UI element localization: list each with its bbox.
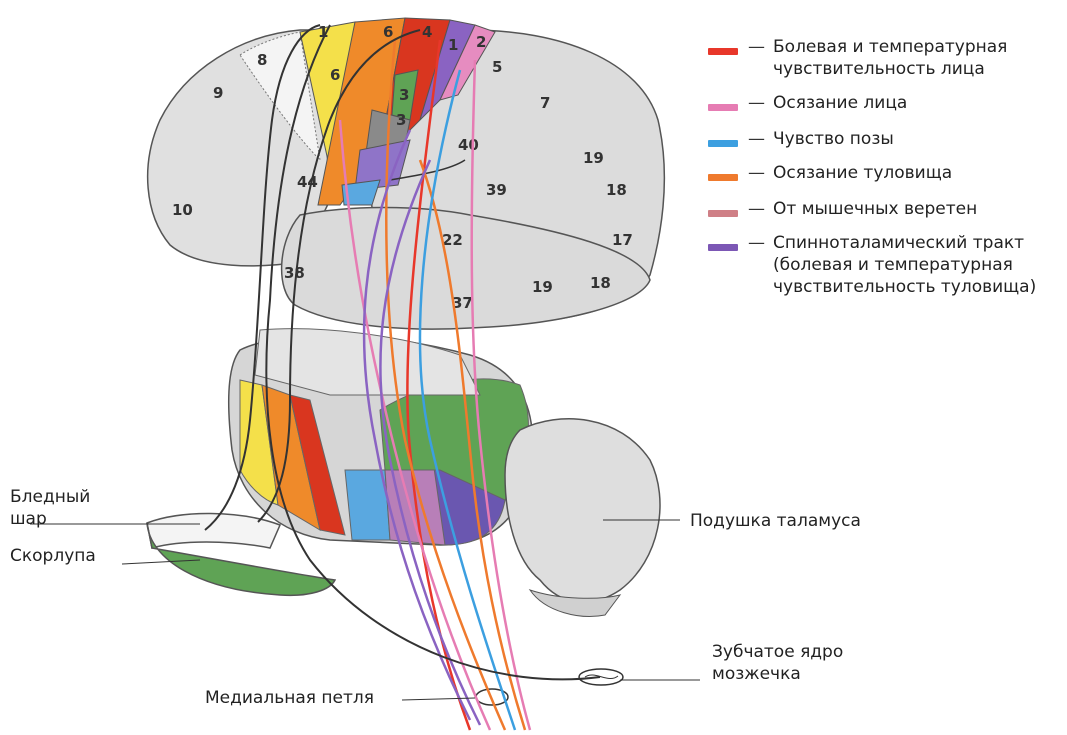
legend-dash: — — [748, 128, 765, 150]
legend-item: — Чувство позы — [708, 128, 894, 150]
legend-label-line: чувствительность лица — [773, 58, 1007, 80]
legend-swatch — [708, 104, 738, 111]
label-medial-lemniscus: Медиальная петля — [205, 687, 374, 709]
legend-label-line: Болевая и температурная — [773, 36, 1007, 58]
legend-label-line: Чувство позы — [773, 128, 894, 150]
legend-label: Болевая и температурная чувствительность… — [773, 36, 1007, 80]
label-pallidus-line1: Бледный — [10, 486, 90, 508]
legend-label: От мышечных веретен — [773, 198, 977, 220]
legend-dash: — — [748, 36, 765, 58]
label-dentate-line2: мозжечка — [712, 663, 843, 685]
area-num: 18 — [590, 274, 611, 292]
legend-dash: — — [748, 162, 765, 184]
legend-swatch — [708, 244, 738, 251]
label-putamen: Скорлупа — [10, 545, 96, 567]
area-num: 18 — [606, 181, 627, 199]
area-num: 7 — [540, 94, 550, 112]
legend-label-line: Спинноталамический тракт — [773, 232, 1036, 254]
legend-swatch — [708, 210, 738, 217]
legend-dash: — — [748, 232, 765, 254]
legend-item: — Болевая и температурная чувствительнос… — [708, 36, 1007, 80]
area-num: 9 — [213, 84, 223, 102]
legend-label-line: чувствительность туловища) — [773, 276, 1036, 298]
pulvinar — [505, 419, 660, 603]
legend-label: Спинноталамический тракт (болевая и темп… — [773, 232, 1036, 298]
area-num: 1 — [448, 36, 458, 54]
label-pulvinar: Подушка таламуса — [690, 510, 861, 532]
label-pallidus-line2: шар — [10, 508, 90, 530]
area-num: 2 — [476, 33, 486, 51]
legend-dash: — — [748, 198, 765, 220]
area-num: 10 — [172, 201, 193, 219]
area-num: 17 — [612, 231, 633, 249]
area-num: 6 — [330, 66, 340, 84]
legend-swatch — [708, 174, 738, 181]
area-num: 44 — [297, 173, 318, 191]
legend-swatch — [708, 48, 738, 55]
area-num: 39 — [486, 181, 507, 199]
area-num: 4 — [422, 23, 432, 41]
area-num: 6 — [383, 23, 393, 41]
label-dentate: Зубчатое ядро мозжечка — [712, 641, 843, 685]
area-num: 19 — [532, 278, 553, 296]
legend-item: — Спинноталамический тракт (болевая и те… — [708, 232, 1036, 298]
legend-label-line: Осязание туловища — [773, 162, 952, 184]
area-num: 22 — [442, 231, 463, 249]
legend-item: — От мышечных веретен — [708, 198, 977, 220]
legend-label-line: От мышечных веретен — [773, 198, 977, 220]
area-num: 5 — [492, 58, 502, 76]
legend-item: — Осязание туловища — [708, 162, 952, 184]
area-num: 40 — [458, 136, 479, 154]
area-num: 3 — [396, 111, 406, 129]
area-num: 8 — [257, 51, 267, 69]
legend-dash: — — [748, 92, 765, 114]
legend-label: Осязание туловища — [773, 162, 952, 184]
legend-label-line: Осязание лица — [773, 92, 907, 114]
label-pallidus: Бледный шар — [10, 486, 90, 530]
leader-lemniscus — [402, 698, 475, 700]
legend-label-line: (болевая и температурная — [773, 254, 1036, 276]
legend-label: Чувство позы — [773, 128, 894, 150]
label-dentate-line1: Зубчатое ядро — [712, 641, 843, 663]
legend-label: Осязание лица — [773, 92, 907, 114]
legend-swatch — [708, 140, 738, 147]
legend-item: — Осязание лица — [708, 92, 907, 114]
area-num: 19 — [583, 149, 604, 167]
area-num: 3 — [399, 86, 409, 104]
area-num: 38 — [284, 264, 305, 282]
